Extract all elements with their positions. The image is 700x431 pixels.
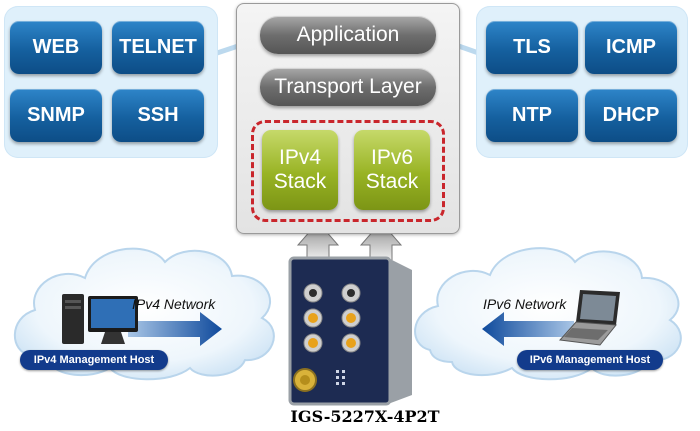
protocol-snmp: SNMP [10, 89, 102, 142]
switch-device-icon [288, 256, 412, 406]
device-model-label: IGS-5227X-4P2T [290, 407, 440, 426]
ipv4-stack-line1: IPv4 [278, 146, 322, 169]
application-layer: Application [260, 16, 436, 54]
ip-stack-group [251, 120, 445, 222]
protocol-tls: TLS [486, 21, 578, 74]
protocol-icmp: ICMP [585, 21, 677, 74]
ipv6-arrow [482, 312, 574, 346]
ipv6-cloud [414, 247, 682, 381]
ipv4-stack-line2: Stack [273, 170, 327, 193]
protocol-dhcp: DHCP [585, 89, 677, 142]
ipv6-stack-line1: IPv6 [370, 146, 414, 169]
ipv6-host-label: IPv6 Management Host [517, 350, 663, 370]
protocol-telnet: TELNET [112, 21, 204, 74]
protocol-ssh: SSH [112, 89, 204, 142]
transport-layer: Transport Layer [260, 68, 436, 106]
ipv6-stack: IPv6 Stack [354, 130, 430, 210]
ipv6-network-label: IPv6 Network [483, 296, 567, 312]
protocol-web: WEB [10, 21, 102, 74]
ipv4-stack: IPv4 Stack [262, 130, 338, 210]
desktop-pc-icon [62, 294, 138, 344]
ipv4-network-label: IPv4 Network [132, 296, 216, 312]
ipv4-arrow [128, 312, 222, 346]
protocol-ntp: NTP [486, 89, 578, 142]
ipv6-stack-line2: Stack [365, 170, 419, 193]
laptop-icon [558, 290, 620, 346]
ipv4-host-label: IPv4 Management Host [20, 350, 168, 370]
